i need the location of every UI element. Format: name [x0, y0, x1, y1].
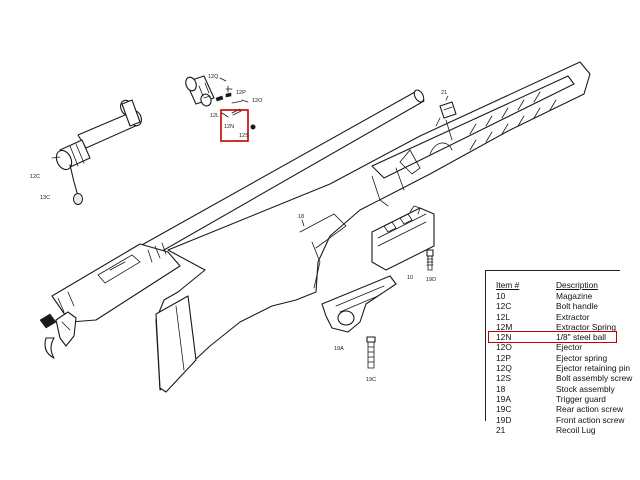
row-item-number: 12L	[496, 311, 510, 322]
table-rows: 10 Magazine 12C Bolt handle 12L Extractor 12M E…	[486, 291, 632, 435]
callout-19c: 19C	[366, 377, 376, 383]
row-description: Bolt assembly screw	[556, 373, 633, 384]
callout-12p: 12P	[236, 90, 246, 96]
callout-19a: 19A	[334, 346, 344, 352]
parts-list-table: Item # Description 10 Magazine 12C Bolt han…	[485, 270, 632, 435]
callout-12q: 12Q	[208, 74, 219, 80]
recoil-lug	[439, 101, 457, 119]
row-item-number: 21	[496, 424, 506, 435]
row-description: Trigger guard	[556, 393, 606, 404]
row-description: Magazine	[556, 291, 593, 301]
part-callouts: 12C 13C 12Q 12P 12O 12L 12N 12S 21 18 10…	[30, 74, 447, 383]
row-description: Ejector	[556, 342, 583, 353]
row-description: Front action screw	[556, 414, 625, 425]
callout-12s: 12S	[239, 133, 249, 139]
row-item-number: 12O	[496, 342, 512, 353]
highlight-box-12n	[220, 109, 249, 142]
row-item-number: 10	[496, 291, 506, 301]
row-description: Ejector retaining pin	[556, 363, 631, 374]
header-item: Item #	[496, 280, 520, 290]
header-description: Description	[556, 280, 598, 290]
row-description: Stock assembly	[556, 383, 615, 394]
callout-19d: 19D	[426, 277, 436, 283]
table-row: 12C Bolt handle	[486, 301, 620, 311]
magazine	[371, 205, 435, 271]
row-item-number: 19C	[496, 404, 512, 415]
rifle-stock-assembly	[39, 61, 591, 393]
leader-lines	[203, 77, 449, 227]
row-item-number: 12C	[496, 301, 512, 312]
callout-10: 10	[407, 275, 413, 281]
trigger-guard	[321, 275, 397, 333]
bolt-head-parts	[185, 75, 256, 130]
row-description: Extractor Spring	[556, 321, 617, 332]
bolt-assembly	[51, 99, 142, 205]
table-row: 19A Trigger guard	[486, 394, 620, 404]
table-row: 19D Front action screw	[486, 414, 624, 425]
front-action-screw	[426, 249, 434, 271]
row-item-number: 12P	[496, 352, 511, 363]
table-row: 19C Rear action screw	[486, 404, 624, 415]
row-description: Extractor	[556, 311, 590, 322]
row-item-number: 19D	[496, 414, 512, 425]
callout-12o: 12O	[252, 98, 263, 104]
row-item-number: 18	[496, 383, 506, 394]
callout-12n: 12N	[224, 124, 234, 130]
table-row: 12P Ejector spring	[486, 353, 620, 363]
table-row: 12L Extractor	[486, 312, 620, 322]
row-item-number: 19A	[496, 393, 511, 404]
row-item-number: 12N	[496, 332, 512, 343]
callout-13c: 13C	[40, 195, 50, 201]
table-row: 12Q Ejector retaining pin	[486, 363, 630, 374]
row-item-number: 12S	[496, 373, 511, 384]
row-item-number: 12M	[496, 321, 513, 332]
row-description: 1/8" steel ball	[556, 332, 606, 343]
table-header: Item # Description	[486, 280, 620, 291]
callout-21: 21	[441, 90, 447, 96]
table-row: 21 Recoil Lug	[486, 425, 620, 435]
row-item-number: 12Q	[496, 363, 512, 374]
table-row: 10 Magazine	[486, 291, 620, 301]
row-description: Ejector spring	[556, 352, 608, 363]
table-row: 12S Bolt assembly screw	[486, 373, 632, 384]
row-description: Rear action screw	[556, 404, 624, 415]
table-row: 18 Stock assembly	[486, 384, 620, 394]
rear-action-screw	[366, 336, 376, 369]
callout-12c: 12C	[30, 174, 40, 180]
callout-12l: 12L	[210, 113, 219, 119]
table-row: 12O Ejector	[486, 342, 620, 352]
row-description: Bolt handle	[556, 301, 598, 312]
row-description: Recoil Lug	[556, 424, 596, 435]
callout-18: 18	[298, 214, 304, 220]
table-row: 12M Extractor Spring	[486, 322, 620, 332]
table-row-highlighted: 12N 1/8" steel ball	[488, 331, 617, 343]
